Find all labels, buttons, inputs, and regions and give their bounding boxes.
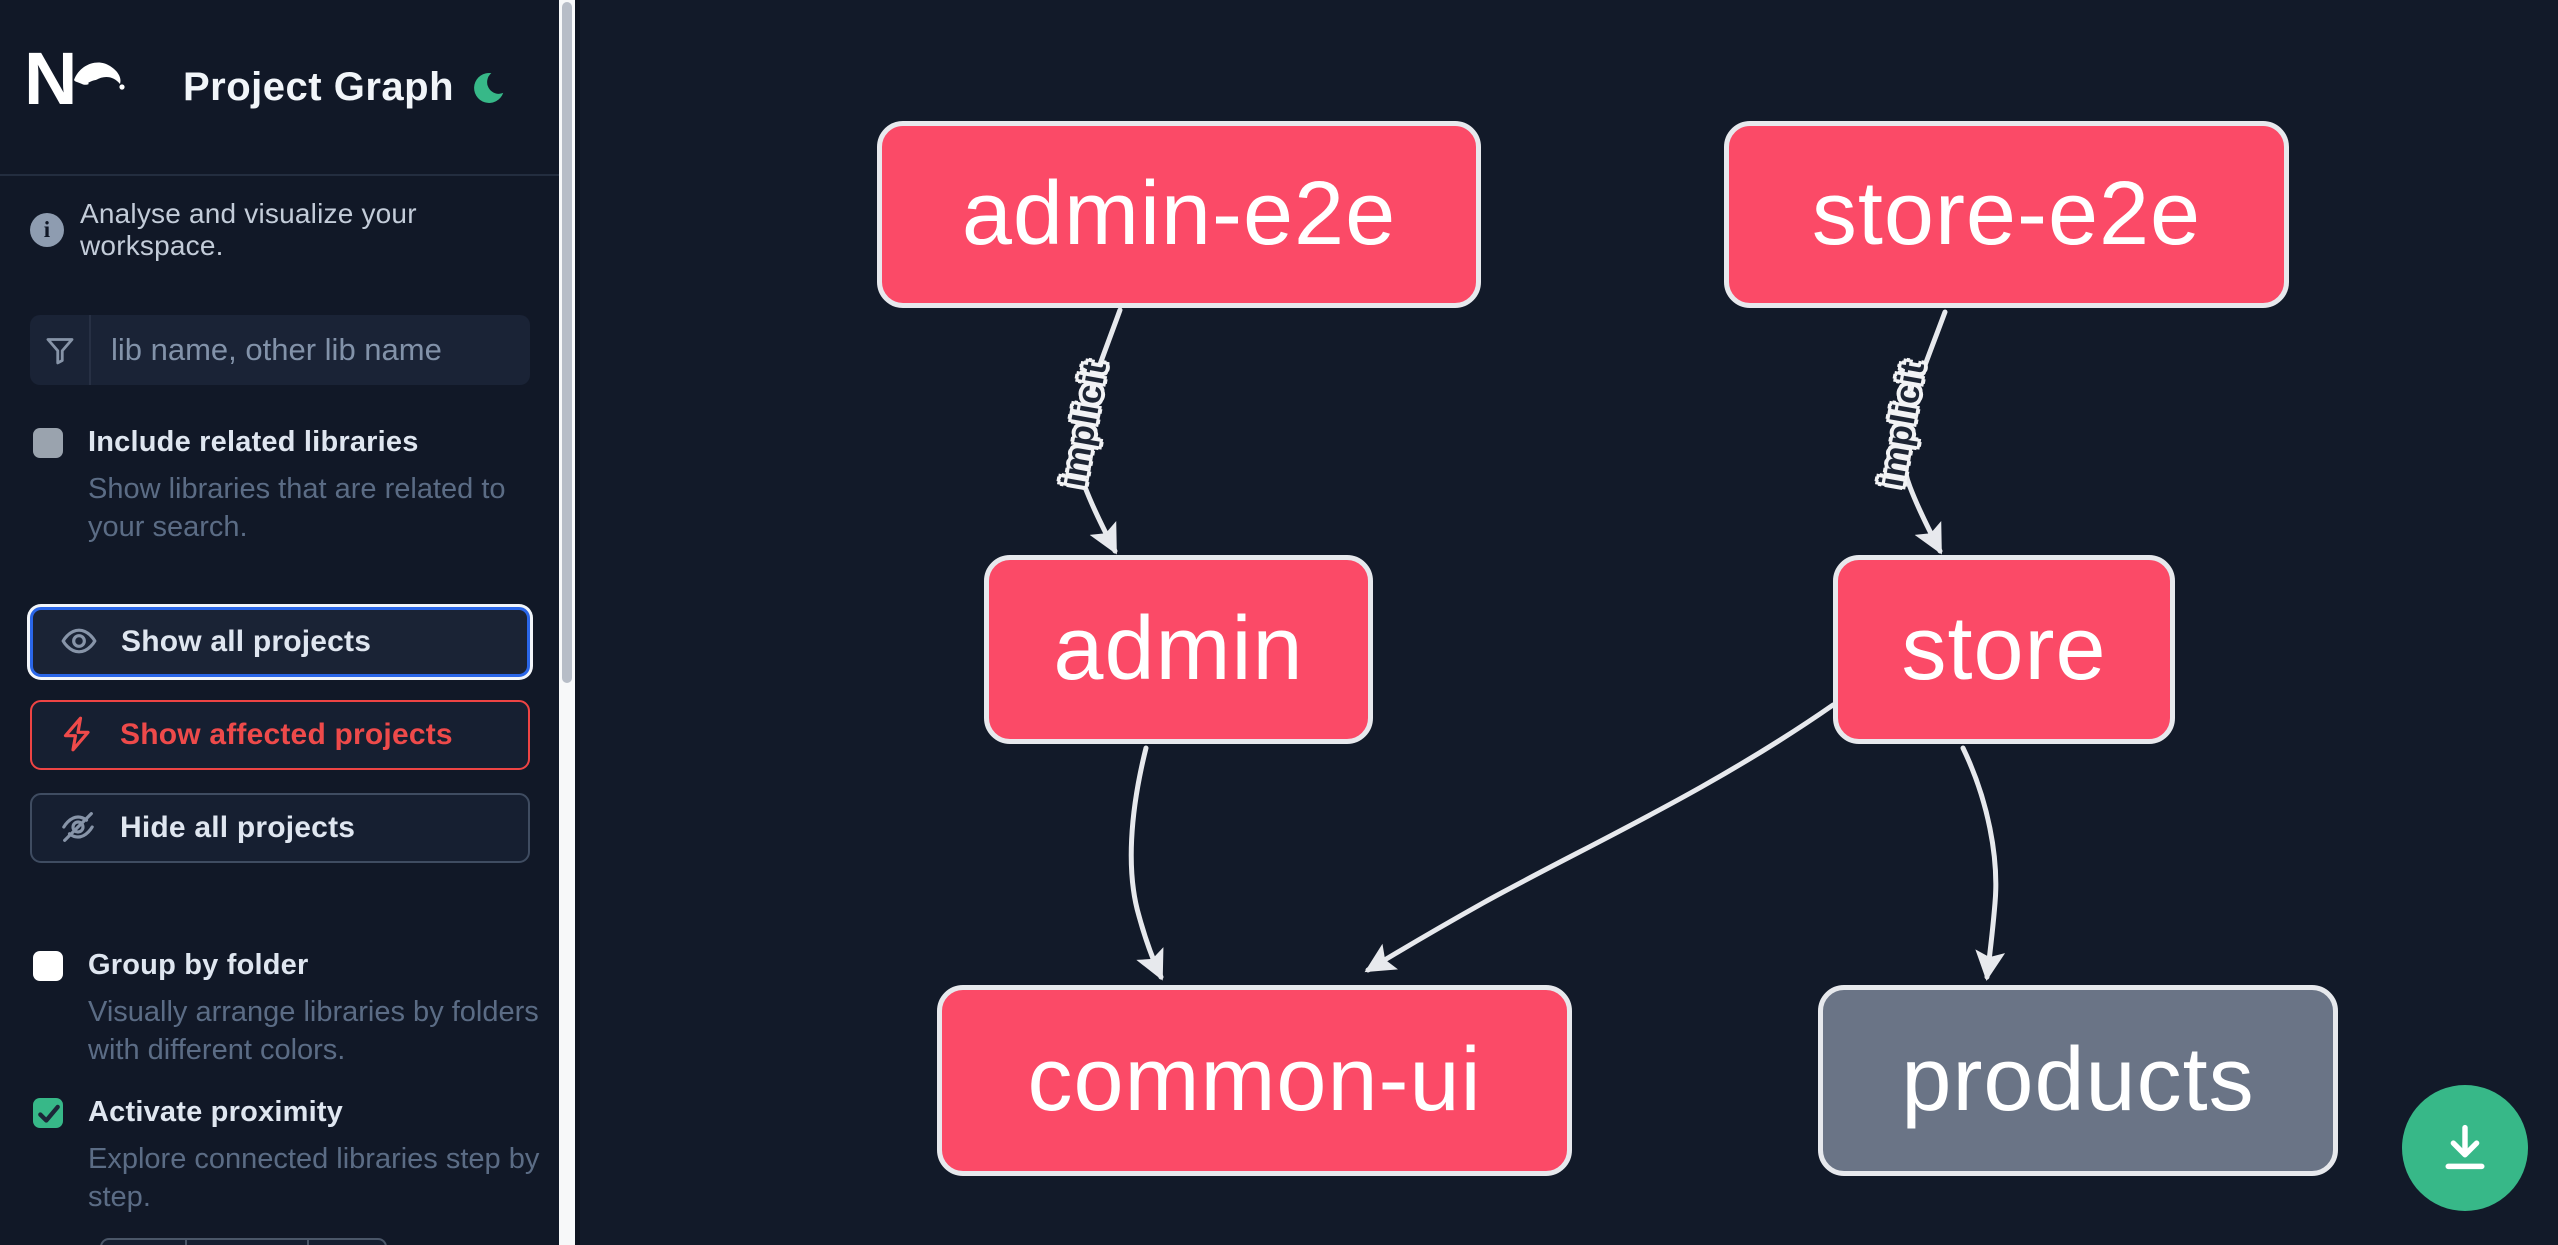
graph-node-store-e2e[interactable]: store-e2e: [1724, 121, 2289, 308]
checkbox-activate-proximity[interactable]: [33, 1098, 63, 1128]
eye-off-icon: [58, 807, 98, 850]
checkbox-include-related-libraries[interactable]: [33, 428, 63, 458]
eye-icon: [59, 621, 99, 664]
toggle-group-by-folder[interactable]: Group by folder Visually arrange librari…: [30, 949, 539, 1069]
graph-node-common-ui[interactable]: common-ui: [937, 985, 1572, 1176]
graph-edges: [1075, 307, 2006, 981]
info-icon: i: [30, 213, 64, 247]
show-affected-projects-button[interactable]: Show affected projects: [30, 700, 530, 770]
sidebar: N Project Graph i Analyse and visualize …: [0, 0, 559, 1245]
search-input[interactable]: [91, 315, 530, 385]
page-title: Project Graph: [183, 65, 455, 109]
graph-edge-admin-common-ui[interactable]: [1128, 745, 1164, 981]
workspace-info-row: i Analyse and visualize your workspace.: [30, 198, 530, 262]
button-label: Show all projects: [121, 625, 372, 658]
workspace-info-text: Analyse and visualize your workspace.: [80, 198, 417, 261]
graph-canvas[interactable]: admin-e2e store-e2e admin store common-ui pro…: [575, 0, 2558, 1245]
hide-all-projects-button[interactable]: Hide all projects: [30, 793, 530, 863]
graph-node-admin-e2e[interactable]: admin-e2e: [877, 121, 1481, 308]
theme-toggle-button[interactable]: [468, 68, 510, 110]
button-label: Show affected projects: [120, 718, 453, 751]
toggle-label: Activate proximity: [88, 1096, 344, 1128]
sidebar-scrollbar-track[interactable]: [559, 0, 575, 1245]
bottom-button-group-partial[interactable]: [100, 1238, 387, 1245]
header-divider: [0, 174, 559, 176]
filter-funnel-icon: [30, 315, 91, 385]
graph-edge-store-products[interactable]: [1960, 745, 2006, 981]
graph-node-store[interactable]: store: [1833, 555, 2175, 744]
graph-edge-store-common-ui[interactable]: [1364, 702, 1836, 973]
moon-icon: [469, 72, 509, 111]
download-image-button[interactable]: [2402, 1085, 2528, 1211]
toggle-label: Include related libraries: [88, 426, 419, 458]
graph-edge-admin-e2e-admin[interactable]: [1075, 307, 1123, 555]
toggle-activate-proximity[interactable]: Activate proximity Explore connected lib…: [30, 1096, 539, 1216]
toggle-description: Show libraries that are related to your …: [88, 473, 506, 543]
show-all-projects-button[interactable]: Show all projects: [30, 607, 530, 677]
toggle-label: Group by folder: [88, 949, 309, 981]
svg-text:N: N: [28, 42, 77, 110]
nx-logo: N: [24, 37, 132, 120]
toggle-include-related-libraries[interactable]: Include related libraries Show libraries…: [30, 426, 530, 546]
graph-node-products[interactable]: products: [1818, 985, 2338, 1176]
graph-node-admin[interactable]: admin: [984, 555, 1373, 744]
toggle-description: Explore connected libraries step by step…: [88, 1143, 540, 1213]
checkbox-group-by-folder[interactable]: [33, 951, 63, 981]
graph-edge-store-e2e-store[interactable]: [1900, 309, 1948, 555]
toggle-description: Visually arrange libraries by folders wi…: [88, 996, 539, 1066]
download-icon: [2434, 1116, 2496, 1181]
button-label: Hide all projects: [120, 811, 356, 844]
lightning-bolt-icon: [58, 714, 98, 757]
search-box: [30, 315, 530, 385]
sidebar-scrollbar-thumb[interactable]: [562, 2, 572, 683]
